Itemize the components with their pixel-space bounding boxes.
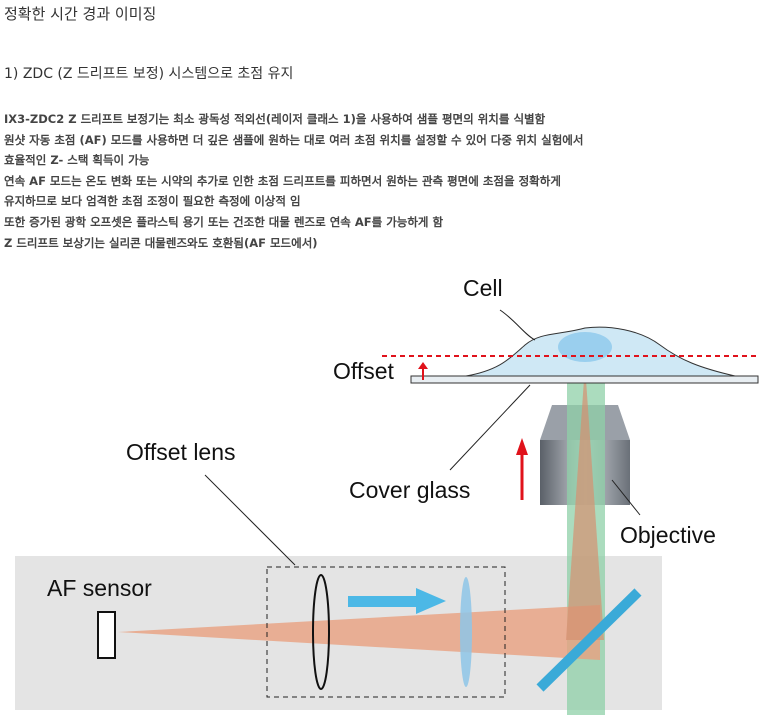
cover-glass <box>410 375 759 384</box>
section-heading: 1) ZDC (Z 드리프트 보정) 시스템으로 초점 유지 <box>4 66 294 82</box>
label-offset: Offset <box>333 358 395 384</box>
body-line: 유지하므로 보다 엄격한 초점 조정이 필요한 측정에 이상적 임 <box>4 194 301 209</box>
label-cell: Cell <box>463 275 503 301</box>
label-offset-lens: Offset lens <box>126 439 236 465</box>
af-beam <box>118 605 600 660</box>
body-line: IX3-ZDC2 Z 드리프트 보정기는 최소 광독성 적외선(레이저 클래스 … <box>4 112 546 126</box>
focus-arrow-icon <box>516 438 528 500</box>
body-line: 또한 증가된 광학 오프셋은 플라스틱 용기 또는 건조한 대물 렌즈로 연속 … <box>4 214 444 229</box>
lens <box>312 574 330 690</box>
body-text: IX3-ZDC2 Z 드리프트 보정기는 최소 광독성 적외선(레이저 클래스 … <box>4 109 583 253</box>
label-cover-glass: Cover glass <box>349 477 470 503</box>
body-line: 원샷 자동 초점 (AF) 모드를 사용하면 더 깊은 샘플에 원하는 대로 여… <box>4 132 584 147</box>
page-title: 정확한 시간 경과 이미징 <box>4 5 157 23</box>
nucleus <box>558 332 612 362</box>
body-line: 효율적인 Z- 스택 획득이 가능 <box>4 153 150 168</box>
dichroic-mirror <box>536 588 642 692</box>
movement-arrow-icon <box>348 588 446 614</box>
offset-lens <box>460 577 472 687</box>
label-af-sensor: AF sensor <box>47 575 152 601</box>
offset-lens-box <box>266 566 506 698</box>
af-beam-vertical <box>566 365 604 640</box>
body-line: 연속 AF 모드는 온도 변화 또는 시약의 추가로 인한 초점 드리프트를 피… <box>4 173 561 188</box>
af-sensor <box>97 611 116 659</box>
offset-arrow-icon <box>418 362 428 380</box>
label-objective: Objective <box>620 522 716 548</box>
body-line: Z 드리프트 보상기는 실리콘 대물렌즈와도 호환됨(AF 모드에서) <box>4 235 318 250</box>
